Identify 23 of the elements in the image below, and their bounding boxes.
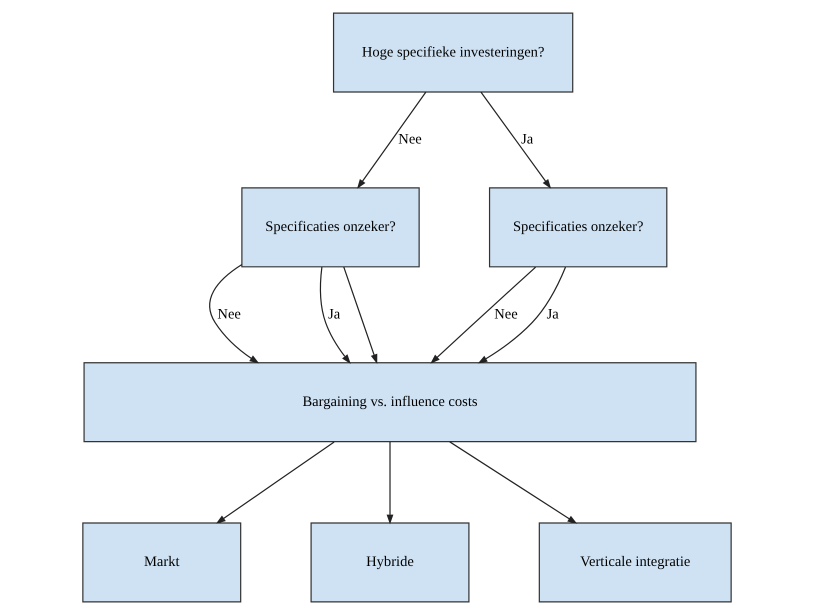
edge-label: Nee [398,132,422,148]
edge-label: Nee [217,306,241,323]
node-box: Specificaties onzeker? [488,187,668,268]
node-box: Markt [82,522,242,602]
node-box: Verticale integratie [538,522,732,602]
arrow [320,267,351,364]
arrow [209,264,260,364]
node-box: Hoge specifieke investeringen? [332,12,574,93]
arrow [480,92,552,189]
arrow [386,442,394,524]
node-box: Bargaining vs. influence costs [83,362,697,442]
arrow [216,442,335,524]
edge-label: Ja [521,132,534,148]
arrow [357,92,426,189]
arrow [343,266,378,364]
edge-label: Nee [494,306,518,323]
arrow [478,266,566,364]
edge-label: Ja [328,306,340,323]
arrow [430,266,536,364]
node-box: Hybride [310,522,470,602]
node-box: Specificaties onzeker? [241,187,420,268]
arrow [449,441,578,524]
edge-label: Ja [546,306,559,323]
